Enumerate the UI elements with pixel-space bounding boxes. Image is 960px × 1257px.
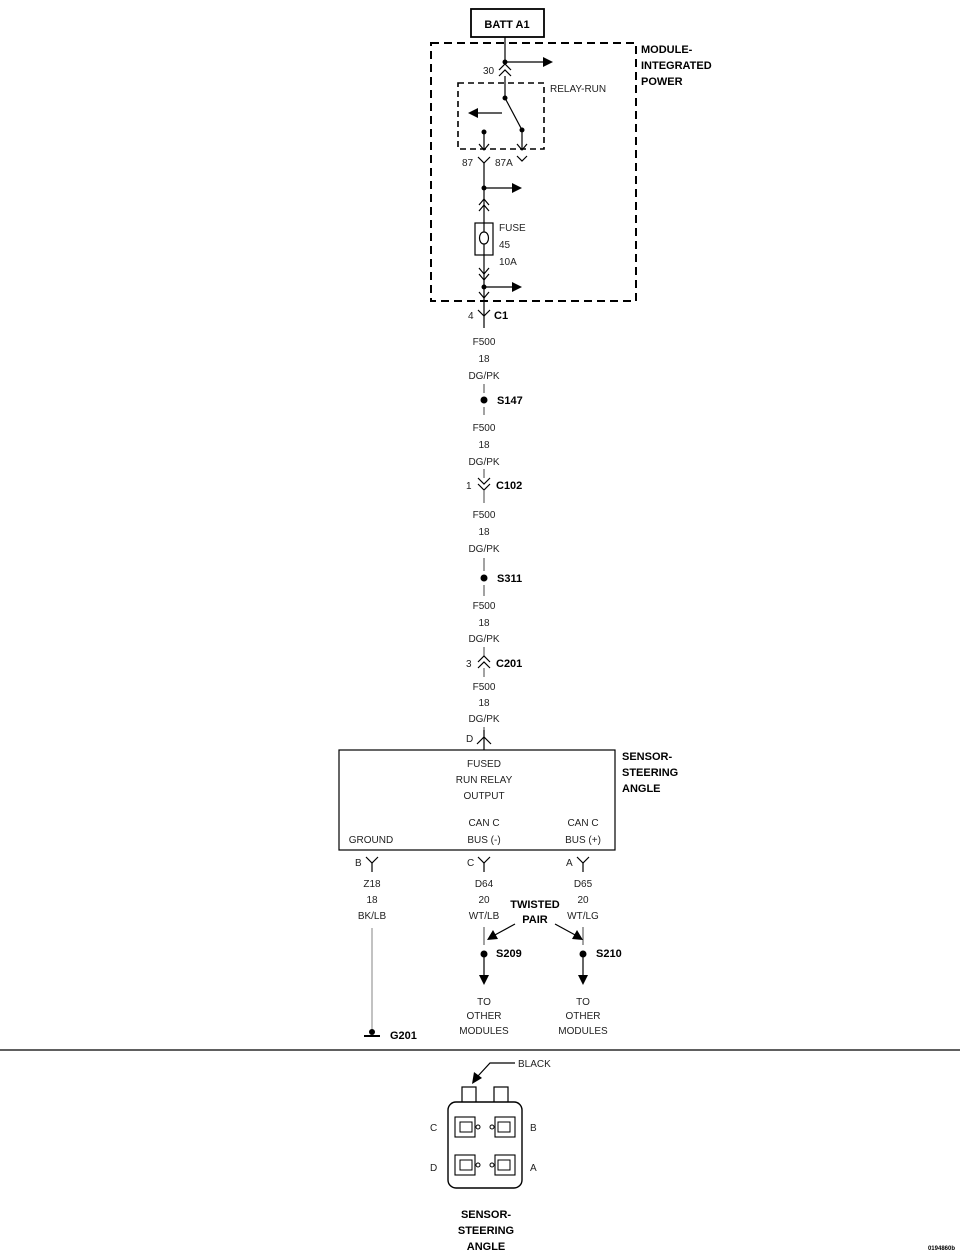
- to-other-1-b: OTHER: [467, 1011, 502, 1022]
- pin-87: 87: [462, 158, 474, 169]
- module-label-2: INTEGRATED: [641, 60, 712, 72]
- twisted-pair-2: PAIR: [522, 914, 548, 926]
- connector-color: BLACK: [518, 1059, 551, 1070]
- arrow-batt-out: [543, 57, 553, 67]
- sensor-name-2: STEERING: [622, 767, 678, 779]
- fuse-rating: 10A: [499, 257, 517, 268]
- twisted-arrow-right: [572, 930, 583, 940]
- to-other-1-c: MODULES: [459, 1026, 509, 1037]
- module-label-1: MODULE-: [641, 44, 693, 56]
- c201-label: C201: [496, 658, 522, 670]
- s209-label: S209: [496, 948, 522, 960]
- to-other-1-a: TO: [477, 997, 491, 1008]
- connector-name-2: STEERING: [458, 1225, 514, 1237]
- wire3-circuit: F500: [473, 510, 496, 521]
- wire5-gauge: 18: [478, 698, 490, 709]
- s147-label: S147: [497, 395, 523, 407]
- wire5-circuit: F500: [473, 682, 496, 693]
- wire4-gauge: 18: [478, 618, 490, 629]
- relay-label: RELAY-RUN: [550, 84, 606, 95]
- batt-box: [470, 8, 545, 38]
- twisted-pair-1: TWISTED: [510, 899, 560, 911]
- g201-label: G201: [390, 1030, 417, 1042]
- to-other-2-c: MODULES: [558, 1026, 608, 1037]
- twisted-arrow-left: [487, 930, 498, 940]
- d64-circuit: D64: [475, 879, 494, 890]
- d65-color: WT/LG: [567, 911, 599, 922]
- sensor-fused-1: FUSED: [467, 759, 501, 770]
- s210-arrow-down: [578, 975, 588, 985]
- fuse-number: 45: [499, 240, 511, 251]
- c102-label: C102: [496, 480, 522, 492]
- pin-30: 30: [483, 66, 495, 77]
- relay-run-box: [457, 82, 545, 150]
- pin-87a: 87A: [495, 158, 513, 169]
- to-other-2-a: TO: [576, 997, 590, 1008]
- wire2-gauge: 18: [478, 440, 490, 451]
- ground-wire-circuit: Z18: [363, 879, 381, 890]
- sensor-canc-plus-2: BUS (+): [565, 835, 601, 846]
- figure-code: 0194860b: [928, 1246, 955, 1252]
- sensor-steering-angle-box: [338, 749, 616, 851]
- wire4-circuit: F500: [473, 601, 496, 612]
- sensor-canc-plus-1: CAN C: [567, 818, 598, 829]
- pin-c: C: [467, 858, 474, 869]
- pin-b: B: [355, 858, 362, 869]
- c102-pin: 1: [466, 481, 472, 492]
- pin-30-connector: [498, 63, 512, 77]
- to-other-2-b: OTHER: [566, 1011, 601, 1022]
- sensor-canc-minus-2: BUS (-): [467, 835, 500, 846]
- batt-label: BATT A1: [484, 19, 529, 31]
- fuse-label: FUSE: [499, 223, 526, 234]
- ground-wire-color: BK/LB: [358, 911, 387, 922]
- pin-d: D: [466, 734, 473, 745]
- conn-pin-c: C: [430, 1123, 437, 1134]
- s210-dot: [579, 950, 587, 958]
- sensor-fused-2: RUN RELAY: [456, 775, 513, 786]
- d64-gauge: 20: [478, 895, 490, 906]
- wire4-color: DG/PK: [468, 634, 499, 645]
- connector-name-3: ANGLE: [467, 1241, 506, 1253]
- ground-wire-gauge: 18: [366, 895, 378, 906]
- conn-pin-a: A: [530, 1163, 537, 1174]
- pin-a: A: [566, 858, 573, 869]
- wire3-gauge: 18: [478, 527, 490, 538]
- relay-coil-arrow: [468, 108, 478, 118]
- sensor-canc-minus-1: CAN C: [468, 818, 499, 829]
- sensor-name-3: ANGLE: [622, 783, 661, 795]
- wire1-gauge: 18: [478, 354, 490, 365]
- s311-dot: [480, 574, 488, 582]
- s209-dot: [480, 950, 488, 958]
- sensor-name-1: SENSOR-: [622, 751, 672, 763]
- c201-pin: 3: [466, 659, 472, 670]
- wire5-color: DG/PK: [468, 714, 499, 725]
- d65-gauge: 20: [577, 895, 589, 906]
- wire2-color: DG/PK: [468, 457, 499, 468]
- module-integrated-power: [430, 42, 637, 302]
- s147-dot: [480, 396, 488, 404]
- s311-label: S311: [497, 573, 522, 585]
- connector-face-view: BLACK: [447, 1059, 551, 1189]
- conn-pin-b: B: [530, 1123, 537, 1134]
- wire2-circuit: F500: [473, 423, 496, 434]
- wire1-circuit: F500: [473, 337, 496, 348]
- s210-label: S210: [596, 948, 622, 960]
- wire1-color: DG/PK: [468, 371, 499, 382]
- d65-circuit: D65: [574, 879, 593, 890]
- connector-name-1: SENSOR-: [461, 1209, 511, 1221]
- wire3-color: DG/PK: [468, 544, 499, 555]
- c1-pin: 4: [468, 311, 474, 322]
- d64-color: WT/LB: [469, 911, 500, 922]
- sensor-fused-3: OUTPUT: [463, 791, 504, 802]
- s209-arrow-down: [479, 975, 489, 985]
- module-label-3: POWER: [641, 76, 683, 88]
- sensor-ground: GROUND: [349, 835, 393, 846]
- conn-pin-d: D: [430, 1163, 437, 1174]
- c1-label: C1: [494, 310, 508, 322]
